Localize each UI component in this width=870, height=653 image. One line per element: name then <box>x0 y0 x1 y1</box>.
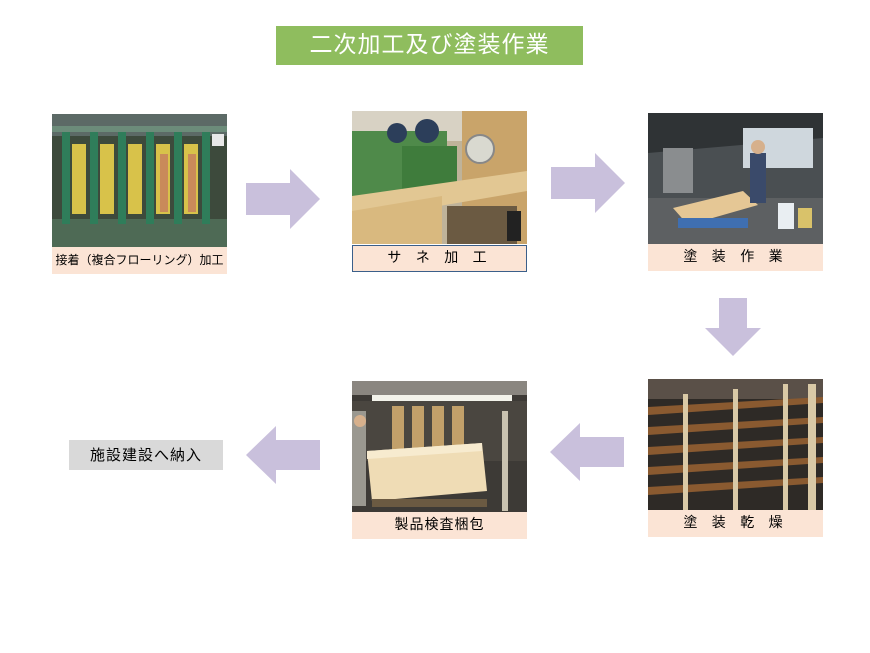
step-caption-drying: 塗 装 乾 燥 <box>648 510 823 537</box>
photo-bonding-machine <box>52 114 227 247</box>
destination-label: 施設建設へ納入 <box>69 440 223 470</box>
diagram-title: 二次加工及び塗装作業 <box>276 26 583 65</box>
photo-painting-work <box>648 113 823 246</box>
step-caption-painting: 塗 装 作 業 <box>648 244 823 271</box>
photo-tongue-groove-machine <box>352 111 527 244</box>
arrow-right-2 <box>551 153 625 213</box>
arrow-left-1 <box>550 423 624 481</box>
photo-inspection-packing <box>352 381 527 514</box>
arrow-down <box>705 298 761 356</box>
photo-paint-drying <box>648 379 823 512</box>
arrow-right-1 <box>246 169 320 229</box>
arrow-left-2 <box>246 426 320 484</box>
step-caption-tongue-groove: サ ネ 加 工 <box>352 245 527 272</box>
step-caption-bonding: 接着（複合フローリング）加工 <box>52 247 227 274</box>
step-caption-inspection: 製品検査梱包 <box>352 512 527 539</box>
